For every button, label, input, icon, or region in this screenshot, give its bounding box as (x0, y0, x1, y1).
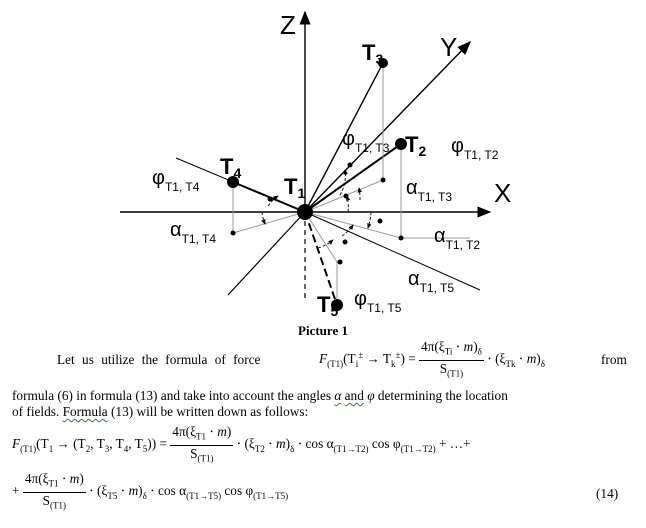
figure-caption: Picture 1 (298, 323, 348, 338)
point-t2 (395, 138, 407, 150)
label-t1: T1 (284, 174, 305, 201)
point-t1 (297, 204, 313, 220)
paragraph-line-2: formula (6) in formula (13) and take int… (12, 388, 508, 403)
paragraph-line-1-end: from (601, 352, 627, 367)
angle-phi-t1t3: φT1, T3 (342, 128, 390, 155)
point-t4 (227, 176, 239, 188)
y-axis-negative (227, 211, 306, 296)
vector-t1-t5 (304, 211, 338, 306)
angle-phi-t1t5: φT1, T5 (354, 288, 402, 315)
coordinate-diagram: Z Y X T1 T2 T3 T4 T5 φT1, T3 φT1, T2 φT1… (120, 10, 511, 319)
point-t3 (378, 58, 388, 68)
angle-phi-t1t4: φT1, T4 (152, 167, 200, 194)
and-word: and (344, 388, 364, 403)
label-t4: T4 (220, 154, 241, 181)
equation-line-1: F(T1)(T1 → (T2, T3, T4, T5)) = 4π(ξT1 ⋅ … (12, 424, 471, 464)
oblique-line (304, 211, 481, 291)
z-axis-label: Z (280, 10, 296, 40)
y-axis-label: Y (440, 32, 457, 62)
label-t3: T3 (362, 40, 383, 67)
paragraph-line-3: of fields. Formula (13) will be written … (12, 404, 309, 419)
angle-alpha-t1t3: αT1, T3 (406, 177, 452, 204)
angle-alpha-t1t2: αT1, T2 (434, 225, 480, 252)
phi-symbol: φ (367, 388, 375, 403)
angle-alpha-t1t5: αT1, T5 (408, 268, 454, 295)
equation-line-2: + 4π(ξT1 ⋅ m)S(T1) ⋅ (ξT5 ⋅ m)δ ⋅ cos α(… (12, 471, 289, 511)
angle-alpha-t1t4: αT1, T4 (170, 219, 216, 246)
y-axis (304, 40, 471, 213)
equation-number: (14) (596, 486, 619, 501)
x-axis-label: X (494, 178, 511, 208)
angle-phi-t1t2: φT1, T2 (451, 135, 499, 162)
label-t5: T5 (317, 292, 338, 319)
vector-t1-t3 (304, 62, 384, 213)
point-t5 (331, 299, 343, 311)
paragraph-line-1: Let us utilize the formula of force (57, 352, 260, 368)
formula-word: Formula (62, 404, 108, 419)
equation-dots: + …+ (438, 436, 471, 452)
label-t2: T2 (405, 132, 426, 159)
paragraph-intro: Let us utilize the formula of force (57, 352, 261, 367)
vector-t1-t2 (304, 143, 402, 213)
alpha-symbol: α (334, 388, 342, 403)
